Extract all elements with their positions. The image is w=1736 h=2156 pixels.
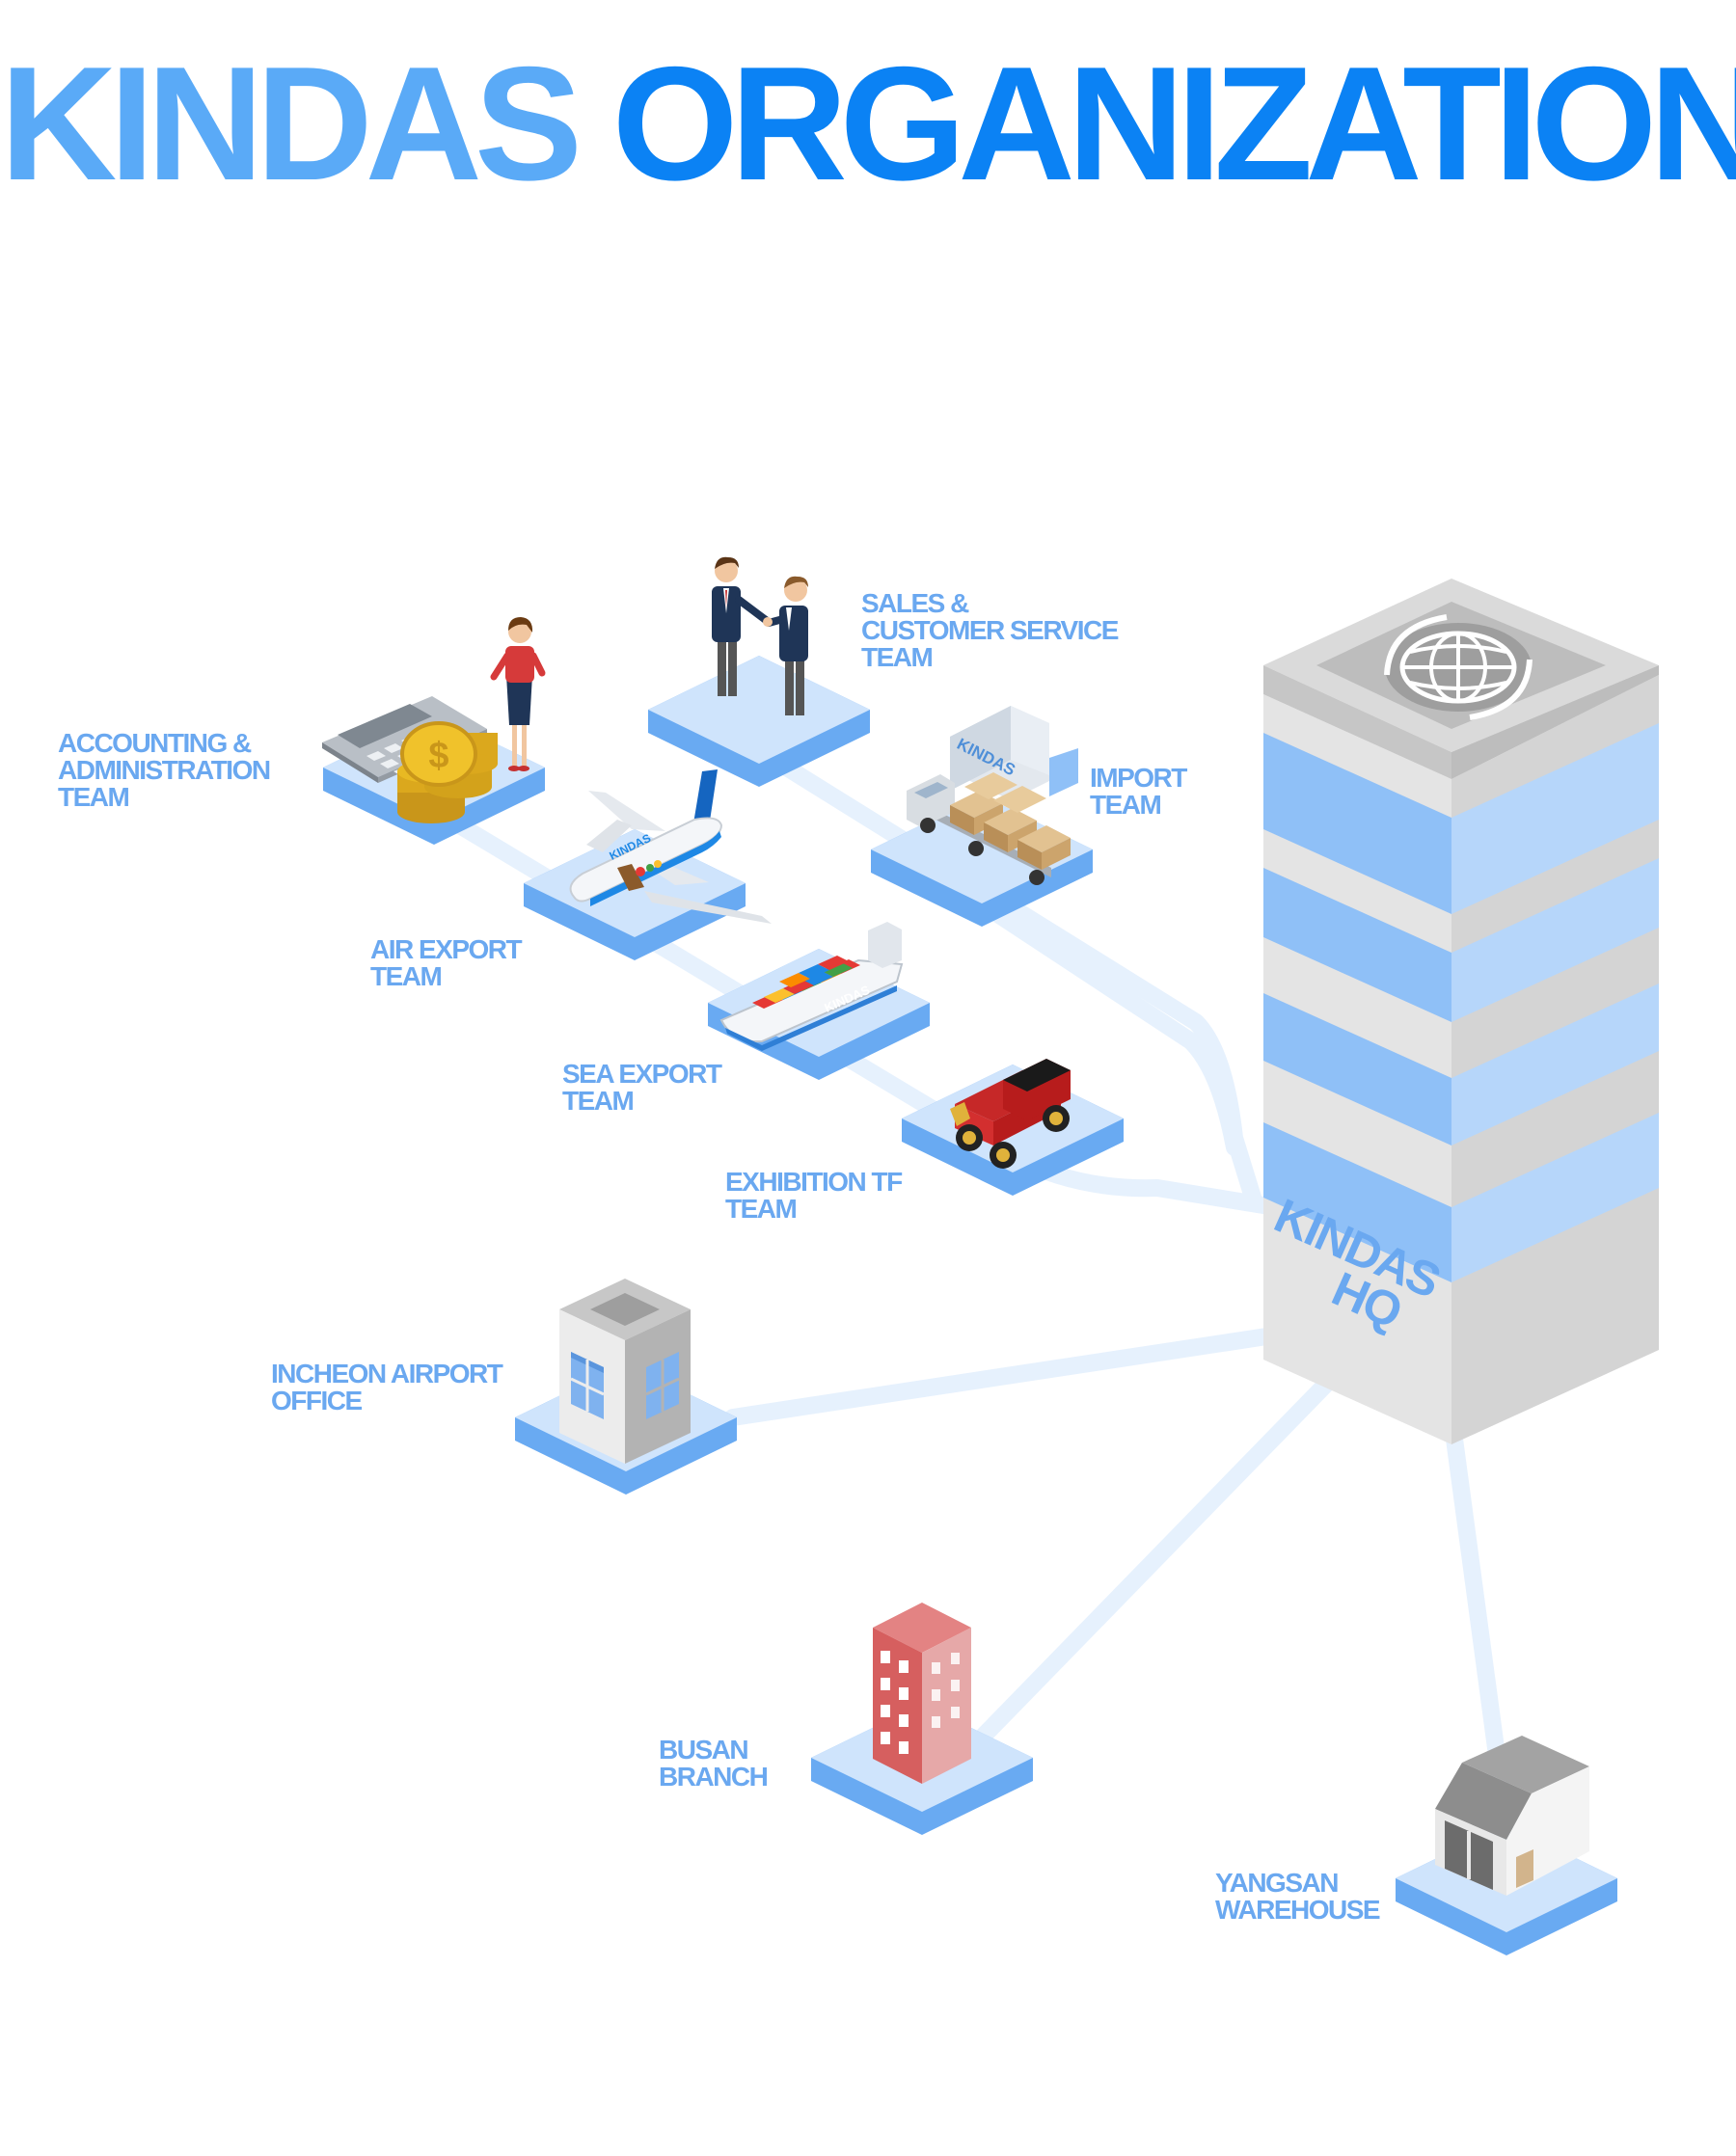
- label-busan: BUSAN BRANCH: [659, 1735, 769, 1792]
- branch-building-icon: [873, 1603, 971, 1784]
- label-accounting: ACCOUNTING & ADMINISTRATION TEAM: [58, 728, 271, 812]
- connector-import: [985, 903, 1243, 1156]
- connector-incheon: [724, 1327, 1282, 1426]
- hq-glass-bands: [1263, 723, 1659, 1282]
- office-building-icon: [559, 1279, 691, 1464]
- connector-busan: [975, 1361, 1349, 1744]
- label-exhibition: EXHIBITION TF TEAM: [725, 1167, 903, 1224]
- warehouse-icon: [1435, 1736, 1589, 1896]
- label-import: IMPORT TEAM: [1090, 763, 1187, 820]
- container-ship-icon: KINDAS: [719, 922, 904, 1051]
- hq-tower[interactable]: KINDAS HQ: [1263, 579, 1659, 1444]
- page-title: KINDAS ORGANIZATION: [0, 42, 1736, 204]
- svg-text:$: $: [428, 736, 448, 776]
- title-organization: ORGANIZATION: [611, 33, 1736, 214]
- cargo-boxes: [950, 772, 1071, 870]
- classic-car-icon: [950, 1059, 1071, 1169]
- tile-sales[interactable]: [648, 656, 870, 787]
- title-kindas: KINDAS: [0, 33, 583, 214]
- connector-yangsan: [1443, 1409, 1513, 1821]
- globe-icon: [1384, 614, 1533, 720]
- handshake-icon: [712, 556, 808, 715]
- container-stacks: [752, 956, 860, 1009]
- label-sea-export: SEA EXPORT TEAM: [562, 1059, 722, 1116]
- truck-cargo-icon: KINDAS: [907, 706, 1078, 885]
- label-air-export: AIR EXPORT TEAM: [370, 934, 523, 991]
- label-yangsan: YANGSAN WAREHOUSE: [1215, 1868, 1381, 1925]
- airplane-icon: KINDAS: [569, 769, 772, 924]
- label-sales: SALES & CUSTOMER SERVICE TEAM: [861, 588, 1119, 672]
- label-incheon: INCHEON AIRPORT OFFICE: [271, 1359, 503, 1415]
- connectors: [425, 743, 1513, 1821]
- calculator-coins-icon: $: [322, 617, 546, 823]
